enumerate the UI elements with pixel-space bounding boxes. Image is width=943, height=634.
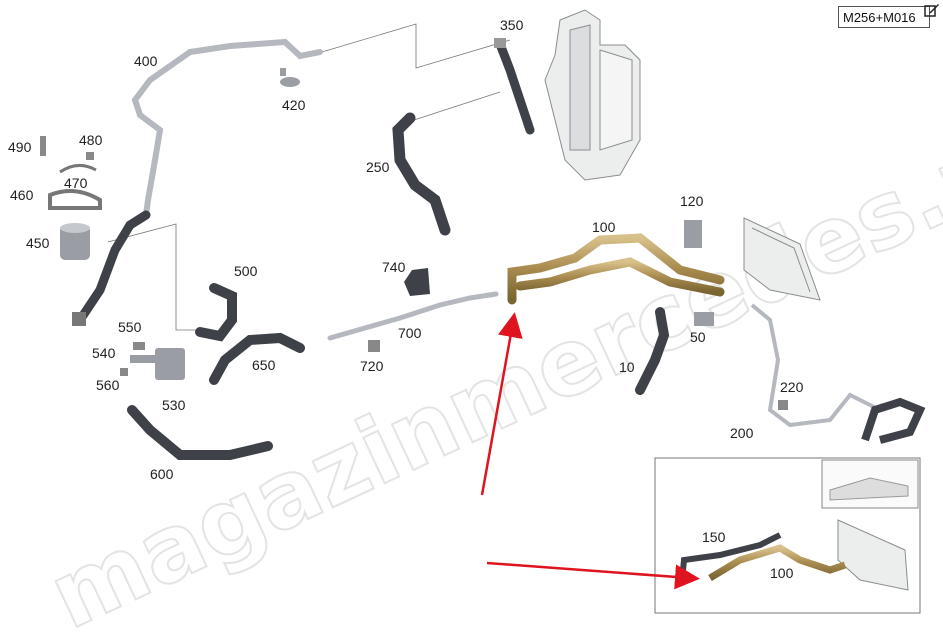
inset-pipe-100 [708,544,847,582]
callout-460[interactable]: 460 [10,187,34,203]
callout-480[interactable]: 480 [79,132,103,148]
callout-700[interactable]: 700 [398,325,422,341]
connector-350 [494,38,506,48]
callout-720[interactable]: 720 [360,358,384,374]
callout-50[interactable]: 50 [690,329,706,345]
valve-530 [130,348,185,380]
engine-code-label: M256+M016 [838,6,930,28]
hose-200 [861,397,926,444]
pipe-700 [327,291,499,341]
block-740 [404,268,430,296]
callout-200[interactable]: 200 [730,425,754,441]
part-220 [778,400,788,410]
callout-400[interactable]: 400 [134,53,158,69]
callout-100-inset[interactable]: 100 [770,565,794,581]
callout-420[interactable]: 420 [282,97,306,113]
part-720 [368,340,380,352]
callout-220[interactable]: 220 [780,379,804,395]
thumbnail-car [829,477,909,501]
inset-hose-150 [679,532,782,581]
hose-400-lower [75,210,151,325]
bolt-490 [40,136,46,156]
hose-350 [495,39,535,135]
callout-250[interactable]: 250 [366,159,390,175]
bracket-470 [59,164,97,174]
callout-100[interactable]: 100 [592,219,616,235]
callout-450[interactable]: 450 [26,235,50,251]
hose-650 [209,332,305,385]
inset-radiator [837,519,909,591]
part-550 [133,342,145,350]
hose-10 [635,307,670,395]
pump-450 [60,223,90,260]
callout-560[interactable]: 560 [96,377,120,393]
part-120 [684,220,702,248]
callout-500[interactable]: 500 [234,263,258,279]
clamp-460 [48,189,102,210]
inset-frame [654,457,921,614]
callout-470[interactable]: 470 [64,175,88,191]
edit-icon[interactable] [924,2,940,18]
leader-lines [107,23,511,331]
part-560 [120,368,128,376]
callout-740[interactable]: 740 [382,259,406,275]
hose-600 [127,405,273,460]
callout-600[interactable]: 600 [150,466,174,482]
callout-350[interactable]: 350 [500,17,524,33]
callout-650[interactable]: 650 [252,357,276,373]
pipe-200 [750,303,881,428]
hose-250 [392,112,451,236]
red-arrow-inset [486,561,700,590]
pipe-400 [131,38,323,218]
part-50 [694,312,714,326]
callout-550[interactable]: 550 [118,319,142,335]
pipe-100 [507,233,725,305]
callout-120[interactable]: 120 [680,193,704,209]
callout-150[interactable]: 150 [702,529,726,545]
callout-540[interactable]: 540 [92,345,116,361]
callout-10[interactable]: 10 [619,359,635,375]
red-arrow-main [480,312,523,496]
nut-480 [86,152,94,160]
heater-core-housing [544,9,641,181]
clip-420 [280,68,300,87]
callout-530[interactable]: 530 [162,397,186,413]
callout-490[interactable]: 490 [8,139,32,155]
connector-400 [72,312,86,326]
radiator [743,217,821,301]
hose-500 [195,283,237,342]
